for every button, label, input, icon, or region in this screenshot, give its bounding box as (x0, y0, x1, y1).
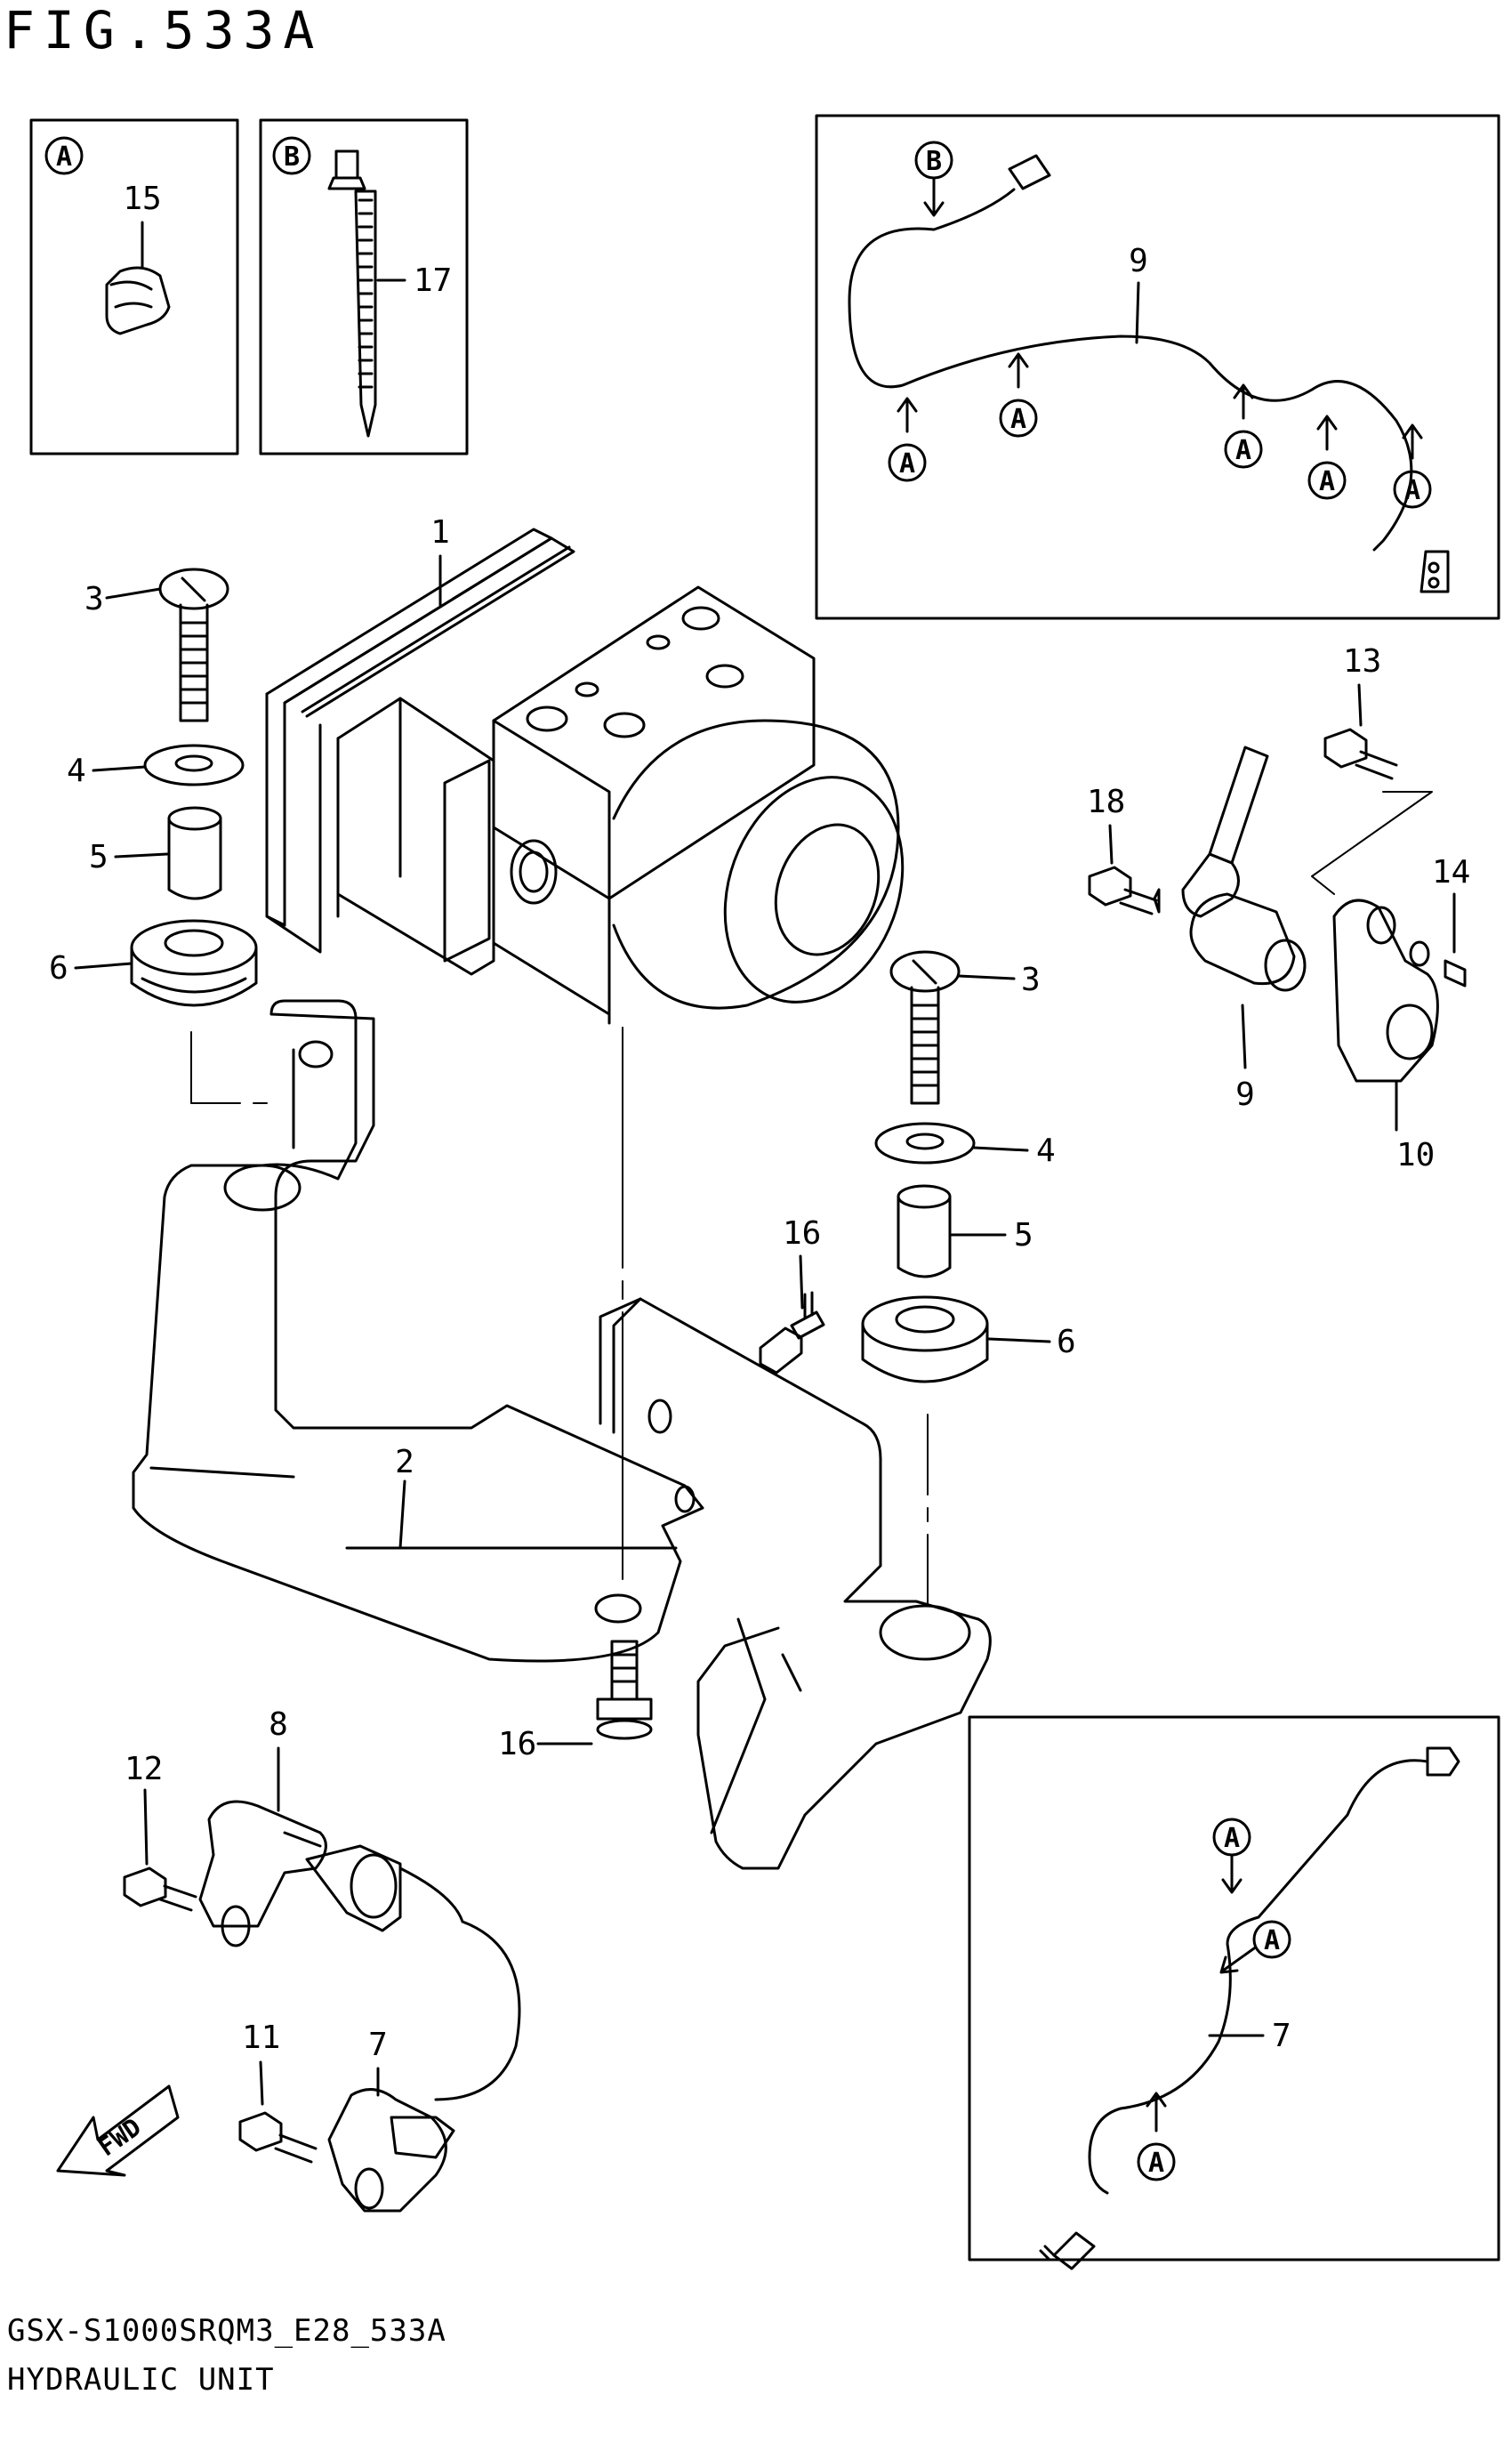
inset7-callout-a-3: A (1148, 2148, 1164, 2179)
part-label-6: 6 (49, 950, 68, 987)
part-label-18: 18 (1087, 784, 1125, 820)
part-label-2: 2 (395, 1444, 414, 1480)
legend-box-a: A 15 (29, 118, 239, 456)
figure-name: HYDRAULIC UNIT (7, 2362, 275, 2398)
legend-box-b: B 17 (259, 118, 469, 456)
part-label-5: 5 (89, 839, 109, 875)
front-sensor-group: 9 18 13 10 14 (1087, 643, 1470, 1173)
inset9-callout-a-1: A (899, 448, 915, 480)
inset7-part-number: 7 (1272, 2018, 1291, 2054)
inset7-callout-a-2: A (1264, 1925, 1280, 1956)
part-label-5b: 5 (1014, 1217, 1033, 1254)
right-mount-stack: 3 4 5 6 (861, 950, 1076, 1383)
bolt-16-upper: 16 (759, 1215, 825, 1375)
part-label-9: 9 (1235, 1076, 1255, 1113)
part-label-3b: 3 (1021, 962, 1041, 998)
legend-a-letter: A (56, 141, 72, 173)
left-mount-stack: 3 4 5 6 (49, 568, 268, 1104)
legend-b-part-number: 17 (414, 262, 452, 299)
inset-harness-9: B 9 A A A A A (815, 114, 1500, 620)
part-label-12: 12 (125, 1751, 163, 1787)
inset9-callout-a-2: A (1010, 404, 1026, 435)
legend-a-part-number: 15 (123, 181, 161, 217)
part-label-10: 10 (1396, 1137, 1435, 1173)
part-label-6b: 6 (1057, 1324, 1076, 1360)
part-label-13: 13 (1343, 643, 1381, 680)
inset9-callout-a-3: A (1235, 435, 1251, 466)
part-label-8: 8 (269, 1706, 288, 1743)
part-label-4: 4 (67, 753, 86, 789)
rear-sensor-group: 8 12 7 11 (123, 1706, 521, 2213)
legend-b-letter: B (284, 141, 300, 173)
inset9-callout-a-5: A (1404, 475, 1420, 506)
inset9-callout-a-4: A (1319, 466, 1335, 497)
inset7-callout-a-1: A (1224, 1823, 1240, 1854)
part-label-4b: 4 (1036, 1133, 1056, 1169)
fwd-arrow: FWD (56, 2084, 180, 2177)
inset-harness-7: A A A 7 (968, 1715, 1500, 2270)
part-label-16a: 16 (783, 1215, 821, 1252)
part-label-7: 7 (368, 2027, 388, 2063)
part-label-16b: 16 (498, 1726, 536, 1762)
inset9-callout-b: B (926, 146, 942, 177)
inset9-part-number: 9 (1129, 243, 1148, 279)
part-label-3: 3 (84, 581, 104, 617)
bolt-16-lower: 16 (498, 1640, 653, 1762)
part-label-11: 11 (242, 2020, 280, 2056)
hydraulic-unit: 1 (265, 514, 905, 1580)
figure-code: GSX-S1000SRQM3_E28_533A (7, 2313, 446, 2349)
figure-title: FIG.533A (4, 0, 324, 60)
part-label-14: 14 (1432, 854, 1470, 891)
part-label-1: 1 (430, 514, 450, 551)
bracket: 2 (132, 999, 992, 1870)
